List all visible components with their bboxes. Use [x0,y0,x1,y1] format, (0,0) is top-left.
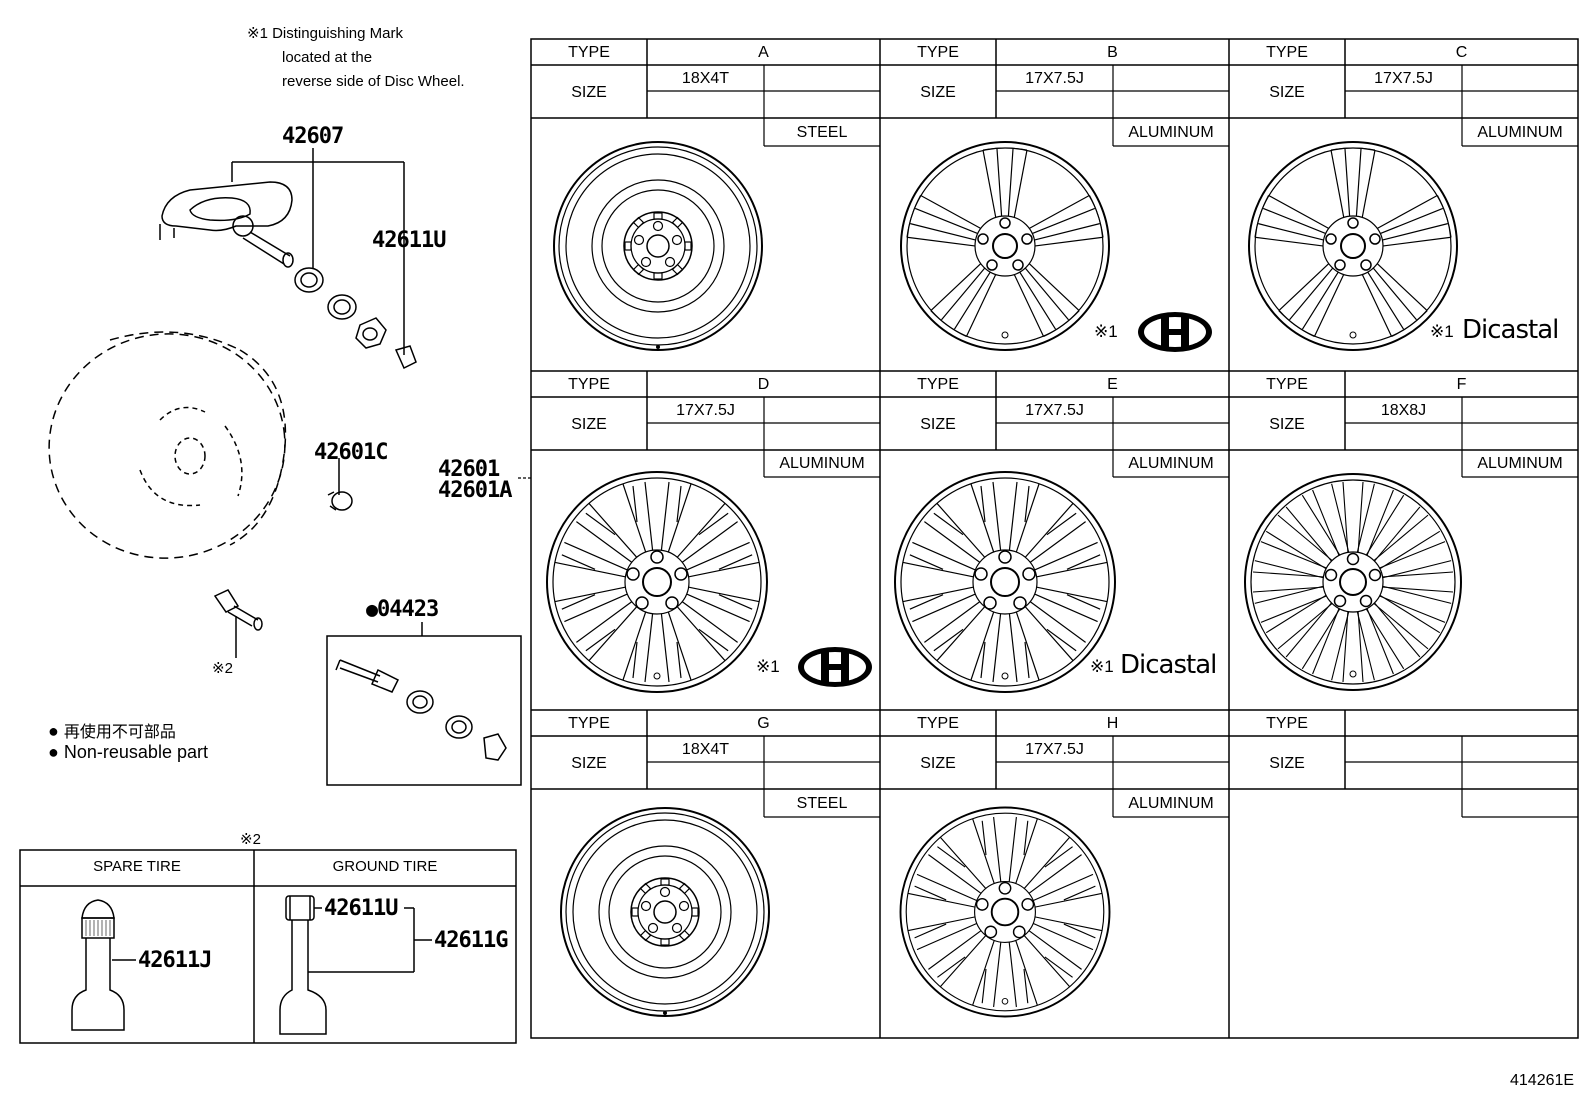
part-number-04423-group: ●04423 [366,597,439,622]
size-label-f: SIZE [1269,416,1305,433]
part-number-42601-group: 42601 42601A [438,457,512,503]
legend-bullet-icon: ● [48,721,59,741]
type-label-c: TYPE [1266,44,1308,61]
material-f: ALUMINUM [1477,455,1563,472]
material-d: ALUMINUM [779,455,865,472]
size-value-h: 17X7.5J [1025,741,1084,758]
type-value-f: F [1456,376,1467,393]
type-value-a: A [758,44,769,61]
tpms-sensor-group [159,148,417,370]
size-value-d: 17X7.5J [676,402,735,419]
legend-bullet-icon: ● [48,742,59,762]
non-reusable-bullet-icon: ● [366,597,378,621]
type-label-a: TYPE [568,44,610,61]
type-value-c: C [1455,44,1468,61]
spare-valve-knurl [85,920,111,936]
size-value-f: 18X8J [1380,402,1427,419]
wheel-type-g-drawing [560,807,770,1017]
material-c: ALUMINUM [1477,124,1563,141]
part-number-42611g[interactable]: 42611G [434,928,508,953]
size-value-b: 17X7.5J [1025,70,1084,87]
size-subgrid [647,65,1578,818]
size-label-g: SIZE [571,755,607,772]
type-value-e: E [1107,376,1118,393]
type-value-b: B [1107,44,1118,61]
wheel-type-f-drawing [1245,474,1461,690]
note-line-3: reverse side of Disc Wheel. [282,73,465,90]
type-label-empty: TYPE [1266,715,1308,732]
size-label-d: SIZE [571,416,607,433]
wheel-table-grid [530,38,1579,1039]
size-label-c: SIZE [1269,84,1305,101]
part-number-42611u-cap[interactable]: 42611U [324,896,398,921]
h-logo-icon-d [798,647,872,687]
part-number-42601[interactable]: 42601 [438,457,500,482]
size-label-b: SIZE [920,84,956,101]
spare-valve-drawing [71,899,136,1031]
tire-outline [48,331,287,559]
size-label-e: SIZE [920,416,956,433]
brand-dicastal-c: Dicastal [1462,315,1559,345]
type-value-h: H [1106,715,1119,732]
part-number-42607[interactable]: 42607 [282,124,344,149]
size-value-c: 17X7.5J [1374,70,1433,87]
part-number-04423[interactable]: 04423 [377,597,439,622]
valve-mark-2: ※2 [212,660,233,677]
distinguishing-mark-note: ※1 Distinguishing Mark located at the re… [247,22,465,94]
material-e: ALUMINUM [1128,455,1214,472]
type-label-e: TYPE [917,376,959,393]
part-number-42611u[interactable]: 42611U [372,228,446,253]
h-logo-icon-b [1138,312,1212,352]
material-h: ALUMINUM [1128,795,1214,812]
mark-e: ※1 [1090,657,1114,676]
note-mark: ※1 [247,25,268,42]
valve-table-mark: ※2 [240,831,261,848]
size-value-a: 18X4T [681,70,730,87]
note-line-1: Distinguishing Mark [272,25,403,42]
legend-japanese: ● 再使用不可部品 [48,718,176,742]
brand-dicastal-e: Dicastal [1120,650,1217,680]
size-value-e: 17X7.5J [1025,402,1084,419]
note-line-2: located at the [282,49,373,66]
size-label-h: SIZE [920,755,956,772]
type-label-h: TYPE [917,715,959,732]
balance-weight-part [327,458,353,511]
type-label-d: TYPE [568,376,610,393]
type-value-d: D [757,376,770,393]
mark-b: ※1 [1094,322,1118,341]
type-label-f: TYPE [1266,376,1308,393]
wheel-type-a-drawing [553,141,763,351]
spare-tire-header: SPARE TIRE [93,858,181,875]
part-number-42601a[interactable]: 42601A [438,478,512,503]
part-number-42611j[interactable]: 42611J [138,948,212,973]
legend-en-text: Non-reusable part [63,742,208,762]
legend-english: ● Non-reusable part [48,742,208,763]
legend-jp-text: 再使用不可部品 [63,722,176,741]
material-g: STEEL [796,795,848,812]
mark-c: ※1 [1430,322,1454,341]
type-value-g: G [757,715,770,732]
size-label-empty: SIZE [1269,755,1305,772]
ground-valve-drawing [279,895,432,1035]
repair-kit-box [326,622,522,786]
valve-table-grid [19,849,517,1044]
wheel-type-b-drawing [901,142,1109,350]
wheel-type-e-drawing [895,472,1115,692]
part-number-42601c[interactable]: 42601C [314,440,388,465]
mark-d: ※1 [756,657,780,676]
wheel-type-d-drawing [547,472,767,692]
valve-part [213,589,263,658]
material-a: STEEL [796,124,848,141]
wheel-type-h-drawing [901,808,1110,1017]
type-label-b: TYPE [917,44,959,61]
ground-tire-header: GROUND TIRE [332,858,438,875]
type-label-g: TYPE [568,715,610,732]
figure-id: 414261E [1510,1072,1575,1089]
wheel-type-c-drawing [1249,142,1457,350]
size-label-a: SIZE [571,84,607,101]
material-b: ALUMINUM [1128,124,1214,141]
size-value-g: 18X4T [681,741,730,758]
